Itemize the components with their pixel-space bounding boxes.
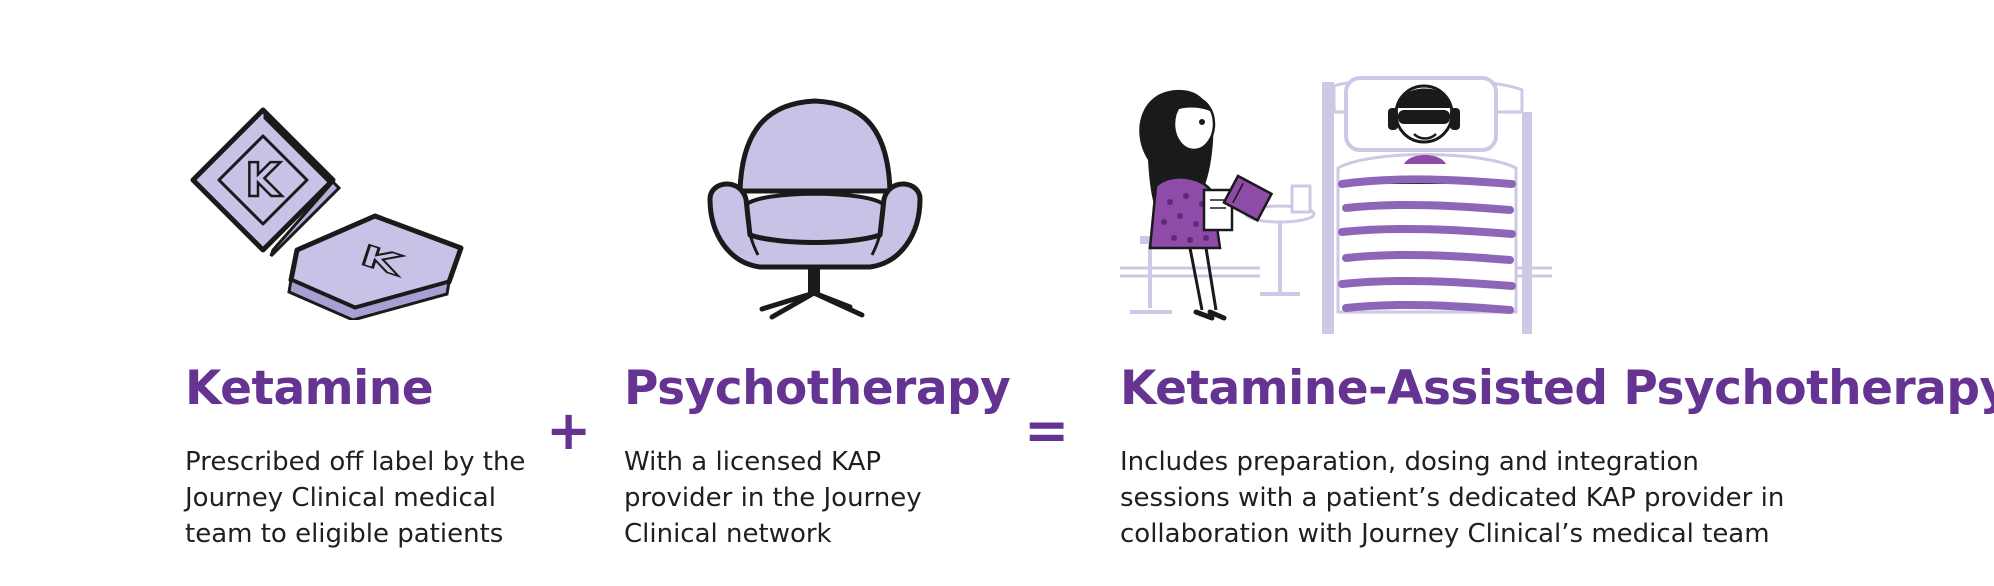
psychotherapy-description: With a licensed KAP provider in the Jour… — [624, 444, 922, 552]
ketamine-title: Ketamine — [185, 361, 434, 416]
kap-title: Ketamine-Assisted Psychotherapy — [1120, 361, 1994, 416]
ketamine-description-line: team to eligible patients — [185, 519, 504, 549]
kap-description-line: Includes preparation, dosing and integra… — [1120, 447, 1699, 477]
psychotherapy-title: Psychotherapy — [624, 361, 1011, 416]
kap-description: Includes preparation, dosing and integra… — [1120, 444, 1784, 552]
ketamine-description-line: Prescribed off label by the — [185, 447, 526, 477]
kap-description-line: collaboration with Journey Clinical’s me… — [1120, 519, 1770, 549]
psychotherapy-description-line: provider in the Journey — [624, 483, 922, 513]
psychotherapy-description-line: Clinical network — [624, 519, 832, 549]
armchair-icon — [700, 95, 930, 320]
equals-operator: = — [1024, 399, 1070, 462]
kap-description-line: sessions with a patient’s dedicated KAP … — [1120, 483, 1785, 513]
psychotherapy-description-line: With a licensed KAP — [624, 447, 882, 477]
svg-text:K: K — [245, 153, 283, 207]
ketamine-description-line: Journey Clinical medical — [185, 483, 496, 513]
therapy-session-icon — [1120, 72, 1552, 334]
ketamine-tablets-icon: K K — [185, 100, 475, 322]
plus-operator: + — [546, 399, 592, 462]
ketamine-description: Prescribed off label by the Journey Clin… — [185, 444, 525, 552]
